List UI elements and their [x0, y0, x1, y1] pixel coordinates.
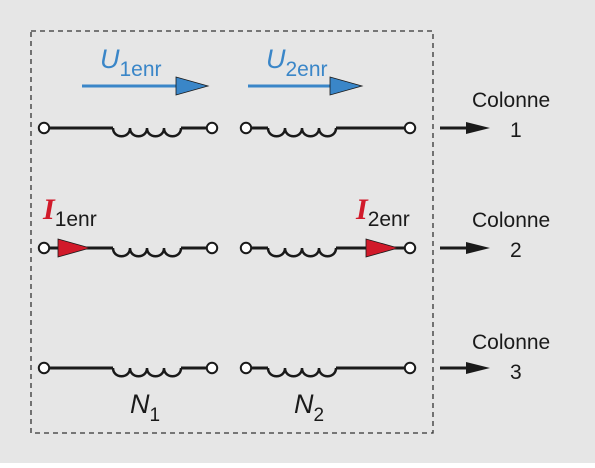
- voltage-arrow-2: [248, 76, 364, 96]
- column-arrow-head: [466, 122, 490, 134]
- column-2-number: 2: [510, 239, 522, 262]
- column-1-number: 1: [510, 119, 522, 142]
- terminal: [205, 361, 219, 375]
- coil-n2: [266, 367, 338, 378]
- terminal: [239, 121, 253, 135]
- u2-label: U2enr: [266, 44, 328, 81]
- coil-n2: [266, 247, 338, 258]
- column-3-label: Colonne: [472, 331, 550, 354]
- terminal: [37, 241, 51, 255]
- i1-label: I1enr: [42, 193, 97, 231]
- terminal: [239, 241, 253, 255]
- terminal: [403, 121, 417, 135]
- terminal: [205, 241, 219, 255]
- coil-n1: [111, 367, 183, 378]
- column-1-label: Colonne: [472, 89, 550, 112]
- winding-rows: [37, 121, 490, 378]
- row-1: [37, 121, 490, 138]
- terminal: [37, 121, 51, 135]
- terminal: [403, 361, 417, 375]
- column-3-number: 3: [510, 361, 522, 384]
- current-arrow-1: [57, 238, 92, 258]
- current-arrow-2: [365, 238, 400, 258]
- terminal: [37, 361, 51, 375]
- coil-n1: [111, 247, 183, 258]
- row-2: [37, 238, 490, 258]
- column-arrow-head: [466, 362, 490, 374]
- n1-label: N1: [130, 389, 160, 426]
- u1-label: U1enr: [100, 44, 162, 81]
- transformer-enclosure: [30, 30, 434, 434]
- terminal: [205, 121, 219, 135]
- coil-n1: [111, 127, 183, 138]
- row-3: [37, 361, 490, 378]
- n2-label: N2: [294, 389, 324, 426]
- terminal: [239, 361, 253, 375]
- column-2-label: Colonne: [472, 209, 550, 232]
- voltage-arrow-1: [82, 76, 210, 96]
- coil-n2: [266, 127, 338, 138]
- i2-label: I2enr: [355, 193, 410, 231]
- column-arrow-head: [466, 242, 490, 254]
- terminal: [403, 241, 417, 255]
